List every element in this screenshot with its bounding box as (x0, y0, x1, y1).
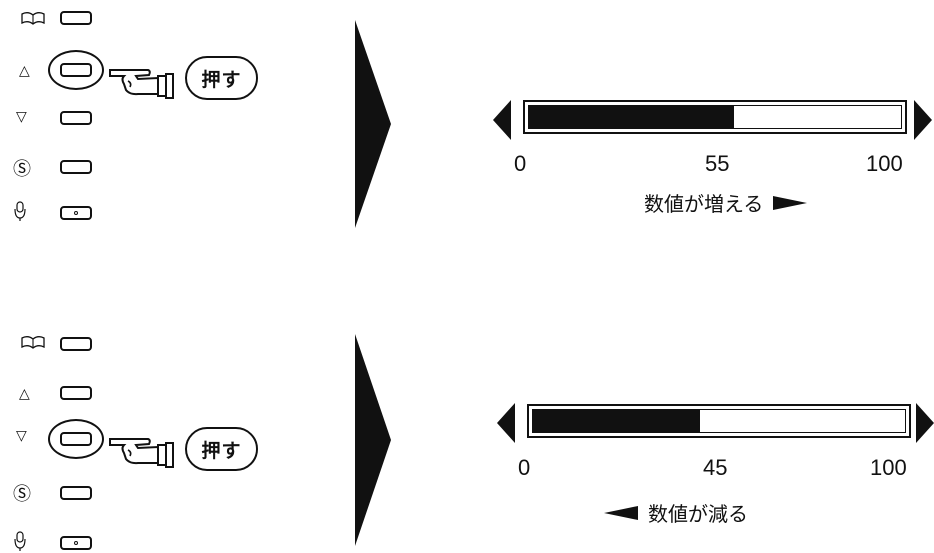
book-icon (21, 12, 45, 25)
s-button[interactable] (60, 486, 92, 500)
press-label: 押す (201, 439, 242, 462)
pointing-hand-icon (109, 438, 174, 468)
book-icon (21, 336, 45, 349)
bar-value-label: 55 (705, 151, 730, 176)
caption-left-arrow-icon (604, 505, 638, 520)
press-label: 押す (201, 68, 242, 91)
press-label-bubble: 押す (185, 427, 258, 471)
book-button[interactable] (60, 337, 92, 351)
value-bar (527, 404, 911, 438)
bar-min-label: 0 (514, 151, 527, 176)
up-button[interactable] (60, 63, 92, 77)
increase-panel: △ 押す ▽ Ⓢ 0 55 100 数値が増える (0, 0, 934, 276)
value-bar-fill (529, 106, 734, 128)
caption-right-arrow-icon (773, 195, 808, 210)
press-highlight-ring (48, 419, 104, 459)
power-button[interactable] (60, 206, 92, 220)
power-icon (14, 531, 26, 551)
value-bar-fill (533, 410, 701, 432)
transition-arrow-icon (355, 334, 391, 546)
up-triangle-icon: △ (19, 63, 30, 79)
up-triangle-icon: △ (19, 386, 30, 402)
down-triangle-icon: ▽ (16, 109, 27, 125)
bar-max-label: 100 (870, 455, 907, 480)
press-highlight-ring (48, 50, 104, 90)
power-icon (14, 201, 26, 221)
down-button[interactable] (60, 111, 92, 125)
bar-value-label: 45 (703, 455, 728, 480)
value-bar (523, 100, 907, 134)
caption-increase: 数値が増える (644, 188, 808, 217)
right-arrow-icon (914, 100, 932, 140)
down-triangle-icon: ▽ (16, 428, 27, 444)
book-button[interactable] (60, 11, 92, 25)
pointing-hand-icon (109, 69, 174, 99)
s-circle-icon: Ⓢ (13, 484, 31, 505)
caption-text: 数値が減る (648, 502, 748, 526)
right-arrow-icon (916, 403, 934, 443)
decrease-panel: △ ▽ 押す Ⓢ 0 45 100 (0, 276, 934, 552)
up-button[interactable] (60, 386, 92, 400)
caption-text: 数値が増える (644, 192, 764, 216)
transition-arrow-icon (355, 20, 391, 228)
bar-max-label: 100 (866, 151, 903, 176)
power-button[interactable] (60, 536, 92, 550)
s-button[interactable] (60, 160, 92, 174)
left-arrow-icon (497, 403, 515, 443)
down-button[interactable] (60, 432, 92, 446)
press-label-bubble: 押す (185, 56, 258, 100)
caption-decrease: 数値が減る (604, 498, 748, 527)
bar-min-label: 0 (518, 455, 531, 480)
left-arrow-icon (493, 100, 511, 140)
s-circle-icon: Ⓢ (13, 159, 31, 180)
